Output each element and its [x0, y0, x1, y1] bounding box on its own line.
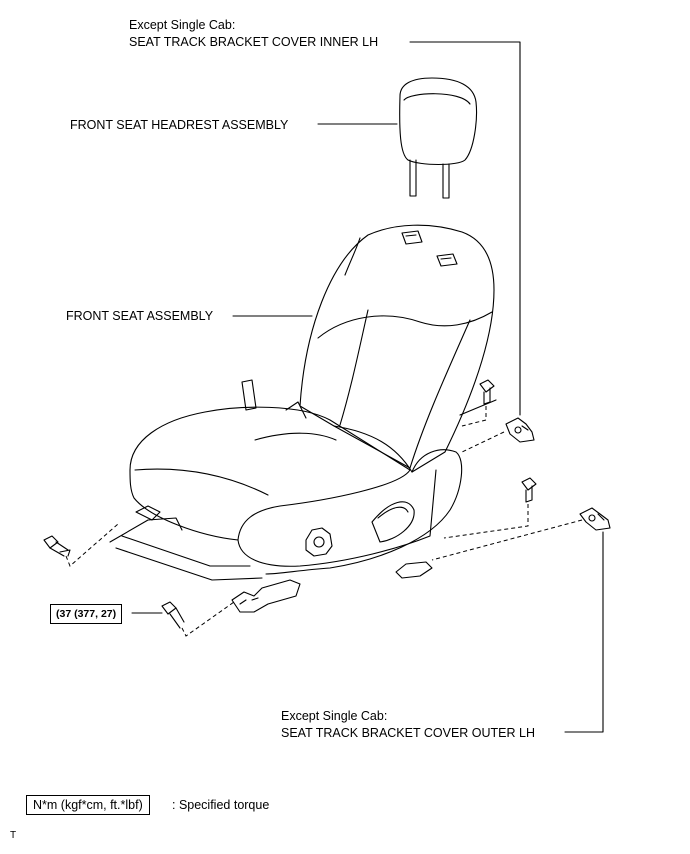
dash-left-bolt: [65, 523, 119, 567]
seat-cushion-drawing: [129, 406, 437, 567]
outer-cover-label-line1: Except Single Cab:: [281, 709, 388, 723]
seat-label: FRONT SEAT ASSEMBLY: [66, 309, 214, 323]
seat-back-drawing: [299, 224, 495, 473]
inner-cover-label-line1: Except Single Cab:: [129, 18, 236, 32]
bolt-upper-right-drawing: [479, 379, 495, 405]
bolt-left-drawing: [43, 535, 71, 557]
inner-cover-drawing: [505, 417, 535, 443]
legend-description: : Specified torque: [172, 798, 270, 812]
outer-cover-drawing: [579, 507, 611, 531]
bolt-torque-drawing: [161, 601, 185, 629]
side-shield-drawing: [241, 379, 463, 575]
bolt-lower-right-drawing: [521, 477, 537, 503]
headrest-label: FRONT SEAT HEADREST ASSEMBLY: [70, 118, 289, 132]
leader-outer-cover: [564, 531, 604, 733]
dash-torque-bolt: [181, 601, 235, 637]
dash-lower-right-bolt: [443, 504, 529, 539]
dash-inner-cover: [461, 431, 505, 453]
seat-rails-drawing: [109, 399, 497, 613]
dash-upper-right-bolt: [461, 406, 487, 427]
leader-inner-cover: [409, 41, 521, 416]
footer-mark: T: [10, 830, 17, 841]
inner-cover-label-line2: SEAT TRACK BRACKET COVER INNER LH: [129, 35, 379, 49]
legend-unit-box: N*m (kgf*cm, ft.*lbf): [26, 795, 150, 815]
outer-cover-label-line2: SEAT TRACK BRACKET COVER OUTER LH: [281, 726, 535, 740]
dash-outer-cover: [431, 519, 583, 561]
torque-value-box: (37 (377, 27): [50, 604, 123, 624]
headrest-drawing: [399, 77, 478, 199]
